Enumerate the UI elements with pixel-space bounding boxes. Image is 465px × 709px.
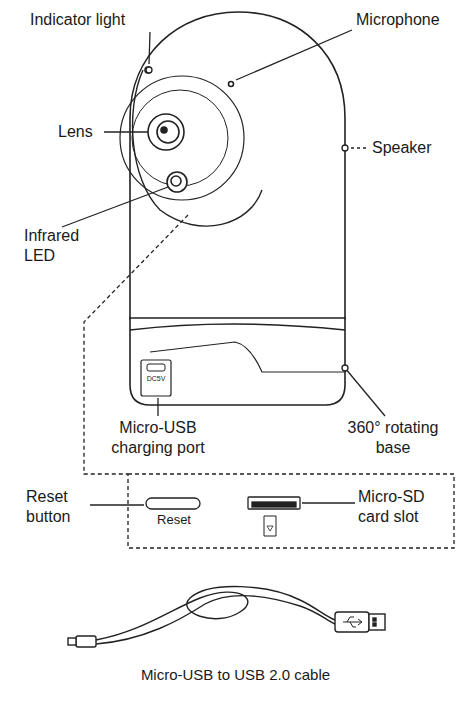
lens-glint — [161, 127, 167, 133]
lens-inner — [157, 121, 179, 143]
face-ring-inner — [132, 90, 228, 186]
cable — [96, 586, 335, 640]
face-ring — [120, 76, 244, 200]
infrared-led-inner — [171, 176, 181, 186]
part-label: Micro-SD card slot — [358, 487, 458, 527]
microphone-hole — [229, 82, 234, 87]
part-label: Micro-USB charging port — [98, 418, 218, 458]
part-label: Speaker — [372, 138, 452, 158]
infrared-led — [167, 172, 187, 192]
sd-icon — [264, 516, 276, 536]
caption: Micro-USB to USB 2.0 cable — [3, 665, 465, 685]
part-label: Microphone — [356, 10, 461, 30]
usb-tip-hole — [373, 623, 376, 626]
part-label: Infrared LED — [24, 226, 104, 266]
button-marking: Reset — [148, 512, 200, 528]
leader-dot — [146, 67, 152, 73]
leader-dot — [342, 365, 348, 371]
reset-button — [146, 498, 200, 509]
base-curve — [150, 342, 345, 372]
leader-line — [302, 502, 355, 503]
sd-slot — [248, 497, 300, 509]
part-label: Indicator light — [30, 10, 170, 30]
usb-port — [141, 360, 171, 396]
rotating-base — [130, 318, 345, 405]
lens — [148, 114, 184, 150]
sd-icon-arrow — [267, 526, 273, 531]
cable — [96, 595, 335, 644]
port-marking: DC5V — [142, 375, 170, 383]
leader-line — [90, 504, 144, 505]
micro-usb-plug — [76, 636, 96, 647]
leader-line — [62, 187, 168, 227]
indicator-light — [145, 67, 151, 73]
usb-plug — [335, 612, 369, 632]
leader-line — [104, 131, 148, 132]
part-label: Reset button — [26, 487, 88, 527]
usb-symbol — [343, 617, 362, 627]
usb-port-socket — [147, 364, 165, 371]
base-top-band — [130, 324, 345, 330]
leader-line — [157, 398, 158, 416]
leader-line — [149, 32, 150, 64]
usb-tip — [369, 614, 385, 630]
micro-usb-tip — [68, 638, 76, 645]
leader-line — [236, 30, 352, 80]
usb-tip-hole — [373, 618, 376, 621]
leader-line — [345, 368, 385, 416]
leader-dot — [342, 145, 348, 151]
part-label: 360° rotating base — [328, 418, 458, 458]
part-label: Lens — [58, 122, 102, 142]
sd-slot-fill — [252, 502, 296, 507]
